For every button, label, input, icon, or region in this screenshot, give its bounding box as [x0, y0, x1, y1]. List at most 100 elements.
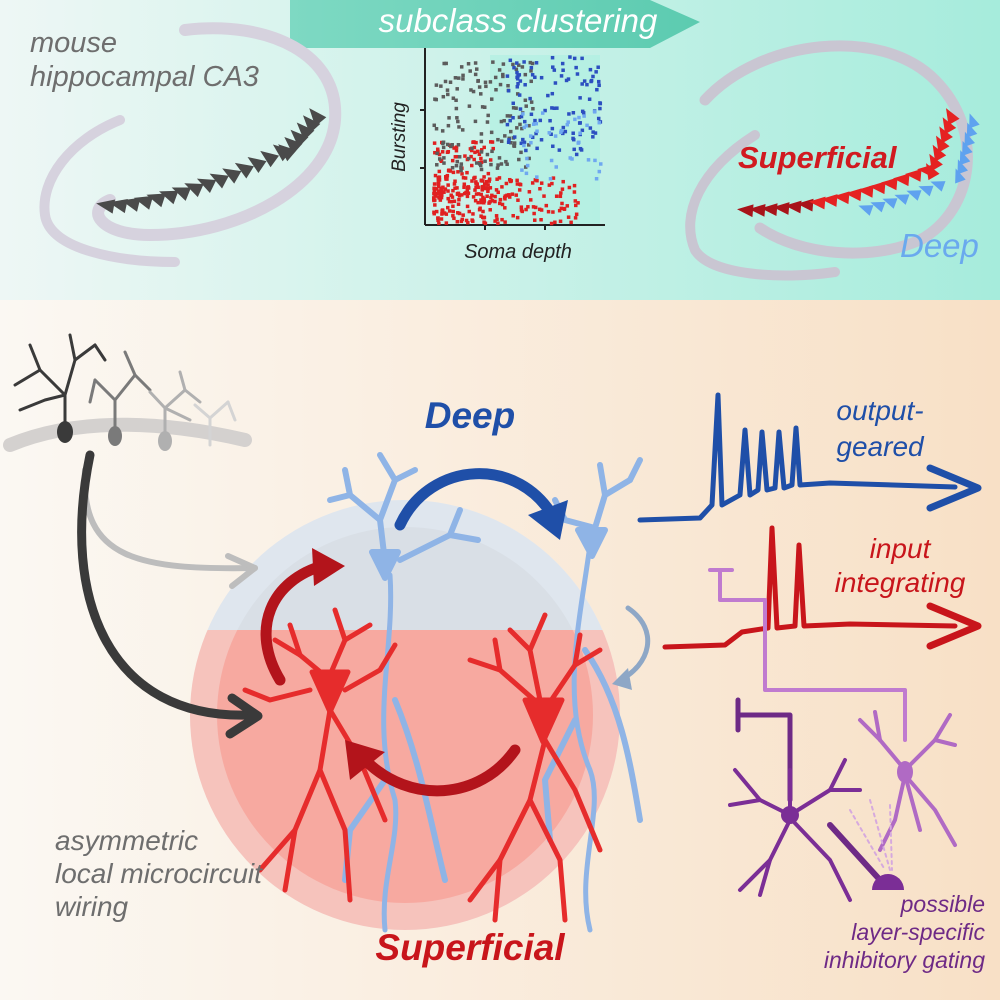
scatter-point-superficial — [451, 204, 455, 209]
scatter-point-deep — [595, 87, 599, 92]
scatter-point-deep — [585, 123, 589, 128]
scatter-point-deep — [516, 81, 520, 86]
scatter-point-superficial — [459, 219, 464, 224]
pyramidal-cell — [309, 108, 327, 127]
pyramidal-cell — [196, 178, 217, 193]
scatter-point-unclassified — [528, 60, 533, 65]
deep-cell — [930, 181, 946, 192]
scatter-point-superficial — [442, 190, 446, 194]
scatter-point-superficial — [433, 150, 437, 155]
scatter-point-superficial — [498, 201, 502, 206]
scatter-point-superficial — [439, 186, 443, 190]
scatter-point-superficial — [566, 215, 571, 219]
scatter-point-superficial — [436, 176, 441, 180]
scatter-point-superficial — [474, 140, 478, 145]
scatter-point-deep — [580, 56, 584, 61]
superficial-cell — [893, 173, 910, 187]
scatter-point-deep — [572, 147, 576, 152]
scatter-point-superficial — [517, 188, 522, 192]
pyramidal-cell — [247, 156, 267, 174]
scatter-point-superficial — [477, 152, 482, 157]
scatter-point-superficial — [565, 204, 570, 208]
scatter-point-superficial — [479, 200, 484, 205]
scatter-point-superficial — [432, 182, 437, 186]
scatter-point-unclassified — [477, 162, 482, 166]
scatter-point-superficial — [488, 186, 493, 190]
scatter-point-superficial — [432, 198, 436, 203]
superficial-cell — [845, 188, 862, 202]
scatter-point-unclassified — [454, 98, 458, 103]
upstream-soma-2 — [108, 426, 122, 446]
scatter-point-superficial — [539, 208, 544, 212]
scatter-point-superficial — [515, 215, 520, 220]
scatter-point-unclassified — [499, 119, 504, 124]
scatter-point-superficial — [486, 171, 491, 176]
scatter-point-deep — [580, 109, 585, 114]
scatter-point-deep — [578, 96, 582, 100]
scatter-point-unclassified — [445, 142, 450, 147]
scatter-point-unclassified — [514, 106, 518, 110]
scatter-point-superficial — [434, 187, 439, 191]
scatter-point-superficial — [467, 209, 472, 214]
scatter-point-superficial — [461, 213, 465, 217]
scatter-point-deep — [594, 176, 599, 181]
scatter-point-superficial — [494, 214, 499, 218]
scatter-point-deep — [515, 85, 520, 89]
scatter-point-superficial — [456, 170, 460, 174]
scatter-point-deep — [580, 82, 584, 86]
superficial-to-superficial-arrow — [345, 740, 521, 797]
scatter-point-deep — [529, 65, 534, 70]
scatter-point-deep — [565, 122, 570, 127]
scatter-point-deep — [534, 121, 539, 126]
output-label-line1: output- — [836, 395, 923, 426]
superficial-label-top: Superficial — [738, 140, 898, 175]
scatter-point-deep — [550, 91, 555, 96]
scatter-point-superficial — [453, 186, 457, 190]
scatter-point-deep — [531, 122, 536, 126]
scatter-point-unclassified — [527, 143, 531, 147]
scatter-point-superficial — [514, 193, 518, 197]
interneuron-left — [728, 758, 862, 902]
scatter-point-deep — [596, 79, 601, 84]
scatter-point-deep — [566, 120, 570, 124]
scatter-point-unclassified — [455, 159, 460, 164]
scatter-point-superficial — [488, 208, 492, 212]
scatter-point-unclassified — [432, 123, 437, 128]
scatter-point-unclassified — [483, 80, 488, 85]
scatter-point-unclassified — [512, 141, 517, 145]
scatter-point-superficial — [537, 207, 542, 212]
superficial-cell — [942, 117, 957, 135]
scatter-point-deep — [506, 88, 511, 93]
scatter-point-unclassified — [480, 105, 485, 109]
scatter-point-unclassified — [501, 74, 505, 79]
scatter-point-superficial — [453, 155, 458, 159]
scatter-point-deep — [588, 67, 593, 72]
scatter-point-deep — [552, 68, 557, 72]
superficial-cell — [926, 163, 940, 181]
scatter-point-superficial — [444, 221, 449, 225]
scatter-point-superficial — [473, 150, 477, 155]
gating-label-line2: layer-specific — [851, 919, 985, 945]
scatter-point-superficial — [507, 193, 511, 197]
scatter-point-deep — [578, 146, 583, 151]
scatter-point-deep — [522, 125, 527, 130]
scatter-point-superficial — [464, 190, 468, 195]
scatter-point-deep — [519, 141, 524, 146]
scatter-point-unclassified — [501, 62, 506, 66]
scatter-point-deep — [564, 78, 569, 83]
scatter-point-deep — [559, 74, 564, 78]
scatter-point-deep — [593, 158, 597, 163]
scatter-point-superficial — [456, 202, 461, 207]
scatter-point-superficial — [498, 197, 503, 202]
gating-label-line3: inhibitory gating — [824, 947, 985, 973]
scatter-point-deep — [548, 118, 552, 123]
superficial-cell — [797, 198, 814, 212]
scatter-point-superficial — [432, 186, 436, 191]
scatter-point-deep — [588, 126, 593, 130]
scatter-point-unclassified — [501, 72, 505, 77]
scatter-point-deep — [521, 112, 525, 116]
wiring-label-line2: local microcircuit — [55, 858, 263, 889]
scatter-point-deep — [507, 138, 511, 142]
scatter-point-superficial — [455, 219, 460, 224]
